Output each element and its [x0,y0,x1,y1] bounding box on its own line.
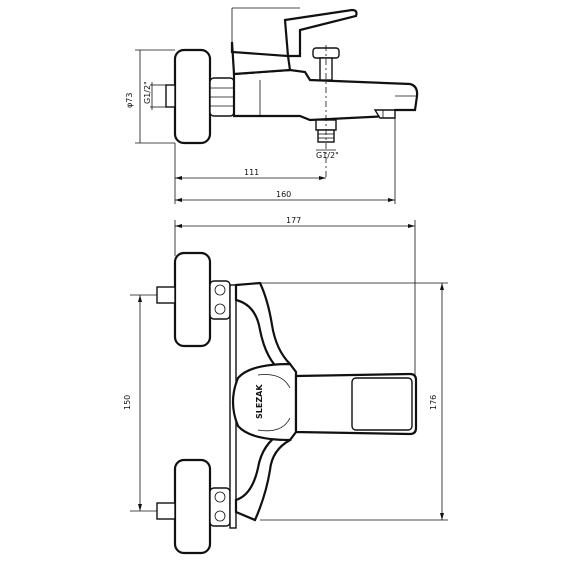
front-housing-arc-bottom [257,417,291,432]
front-lever-face [351,377,413,431]
front-top-nut-circle-2 [214,303,226,315]
front-housing-arc-top [257,374,291,389]
front-lower-arm [234,430,292,522]
side-view [165,7,419,178]
dim-177: 177 [174,216,416,380]
side-inlet-stub [165,84,176,108]
dim-150-arrow-top [138,295,142,302]
front-top-nut-circle-1 [214,284,226,296]
dim-side-thread: G1/2" [143,81,166,110]
dim-111-arrow-right [319,176,326,180]
dim-176-arrow-bottom [440,513,444,520]
front-bottom-nut-circle-1 [214,491,226,503]
dim-111-label: 111 [244,168,259,177]
dim-177-label: 177 [286,216,301,225]
side-wall-flange [173,48,212,145]
dim-160-arrow-left [175,198,182,202]
front-top-flange [173,251,212,348]
dim-177-arrow-left [175,224,182,228]
dim-outlet-thread-label: G1/2" [316,151,339,160]
dim-diameter: φ73 [125,49,175,144]
side-lever-handle [283,8,358,58]
dim-160-label: 160 [276,190,291,199]
dim-diameter-label: φ73 [125,93,134,108]
front-bottom-flange [173,458,212,555]
front-bottom-nut-circle-2 [214,510,226,522]
dim-160-arrow-right [388,198,395,202]
front-top-nut [209,280,231,320]
dim-177-arrow-right [408,224,415,228]
dim-160: 160 [174,118,396,204]
front-cartridge-housing [231,362,298,442]
side-body [232,68,419,122]
front-bottom-inlet [156,502,176,520]
front-logo: SLEZAK [255,384,264,419]
dim-111: 111 [174,143,326,182]
dim-side-thread-label: G1/2" [143,81,152,104]
dim-150-arrow-bottom [138,504,142,511]
dim-outlet-thread: G1/2" [316,149,339,160]
front-top-inlet [156,286,176,304]
dim-150-label: 150 [123,395,132,410]
front-view: SLEZAK [156,251,418,555]
dim-176-label: 176 [429,395,438,410]
side-lever-base [230,41,292,76]
front-upper-arm [234,281,292,374]
dim-150: 150 [123,294,157,512]
front-bottom-nut [209,487,231,527]
dim-176-arrow-top [440,283,444,290]
dim-176: 176 [260,282,448,521]
dim-111-arrow-left [175,176,182,180]
